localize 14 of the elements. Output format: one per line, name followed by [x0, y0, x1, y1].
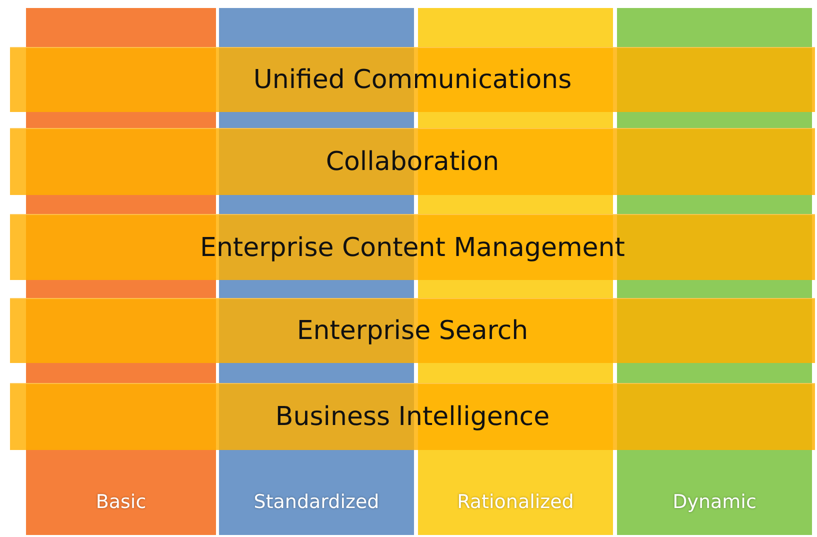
- column-label: Dynamic: [672, 491, 758, 513]
- capability-band: [10, 383, 815, 450]
- capability-band: [10, 214, 815, 280]
- band-label: Enterprise Search: [296, 316, 528, 346]
- band-label: Business Intelligence: [275, 402, 550, 432]
- band-label: Unified Communications: [253, 65, 572, 95]
- column-label: Standardized: [252, 491, 380, 513]
- column-label: Basic: [94, 491, 148, 513]
- capability-band: [10, 47, 815, 112]
- capability-band: [10, 298, 815, 363]
- band-label: Collaboration: [326, 147, 500, 177]
- capability-band: [10, 128, 815, 195]
- band-label: Enterprise Content Management: [200, 232, 625, 262]
- column-label: Rationalized: [456, 491, 575, 513]
